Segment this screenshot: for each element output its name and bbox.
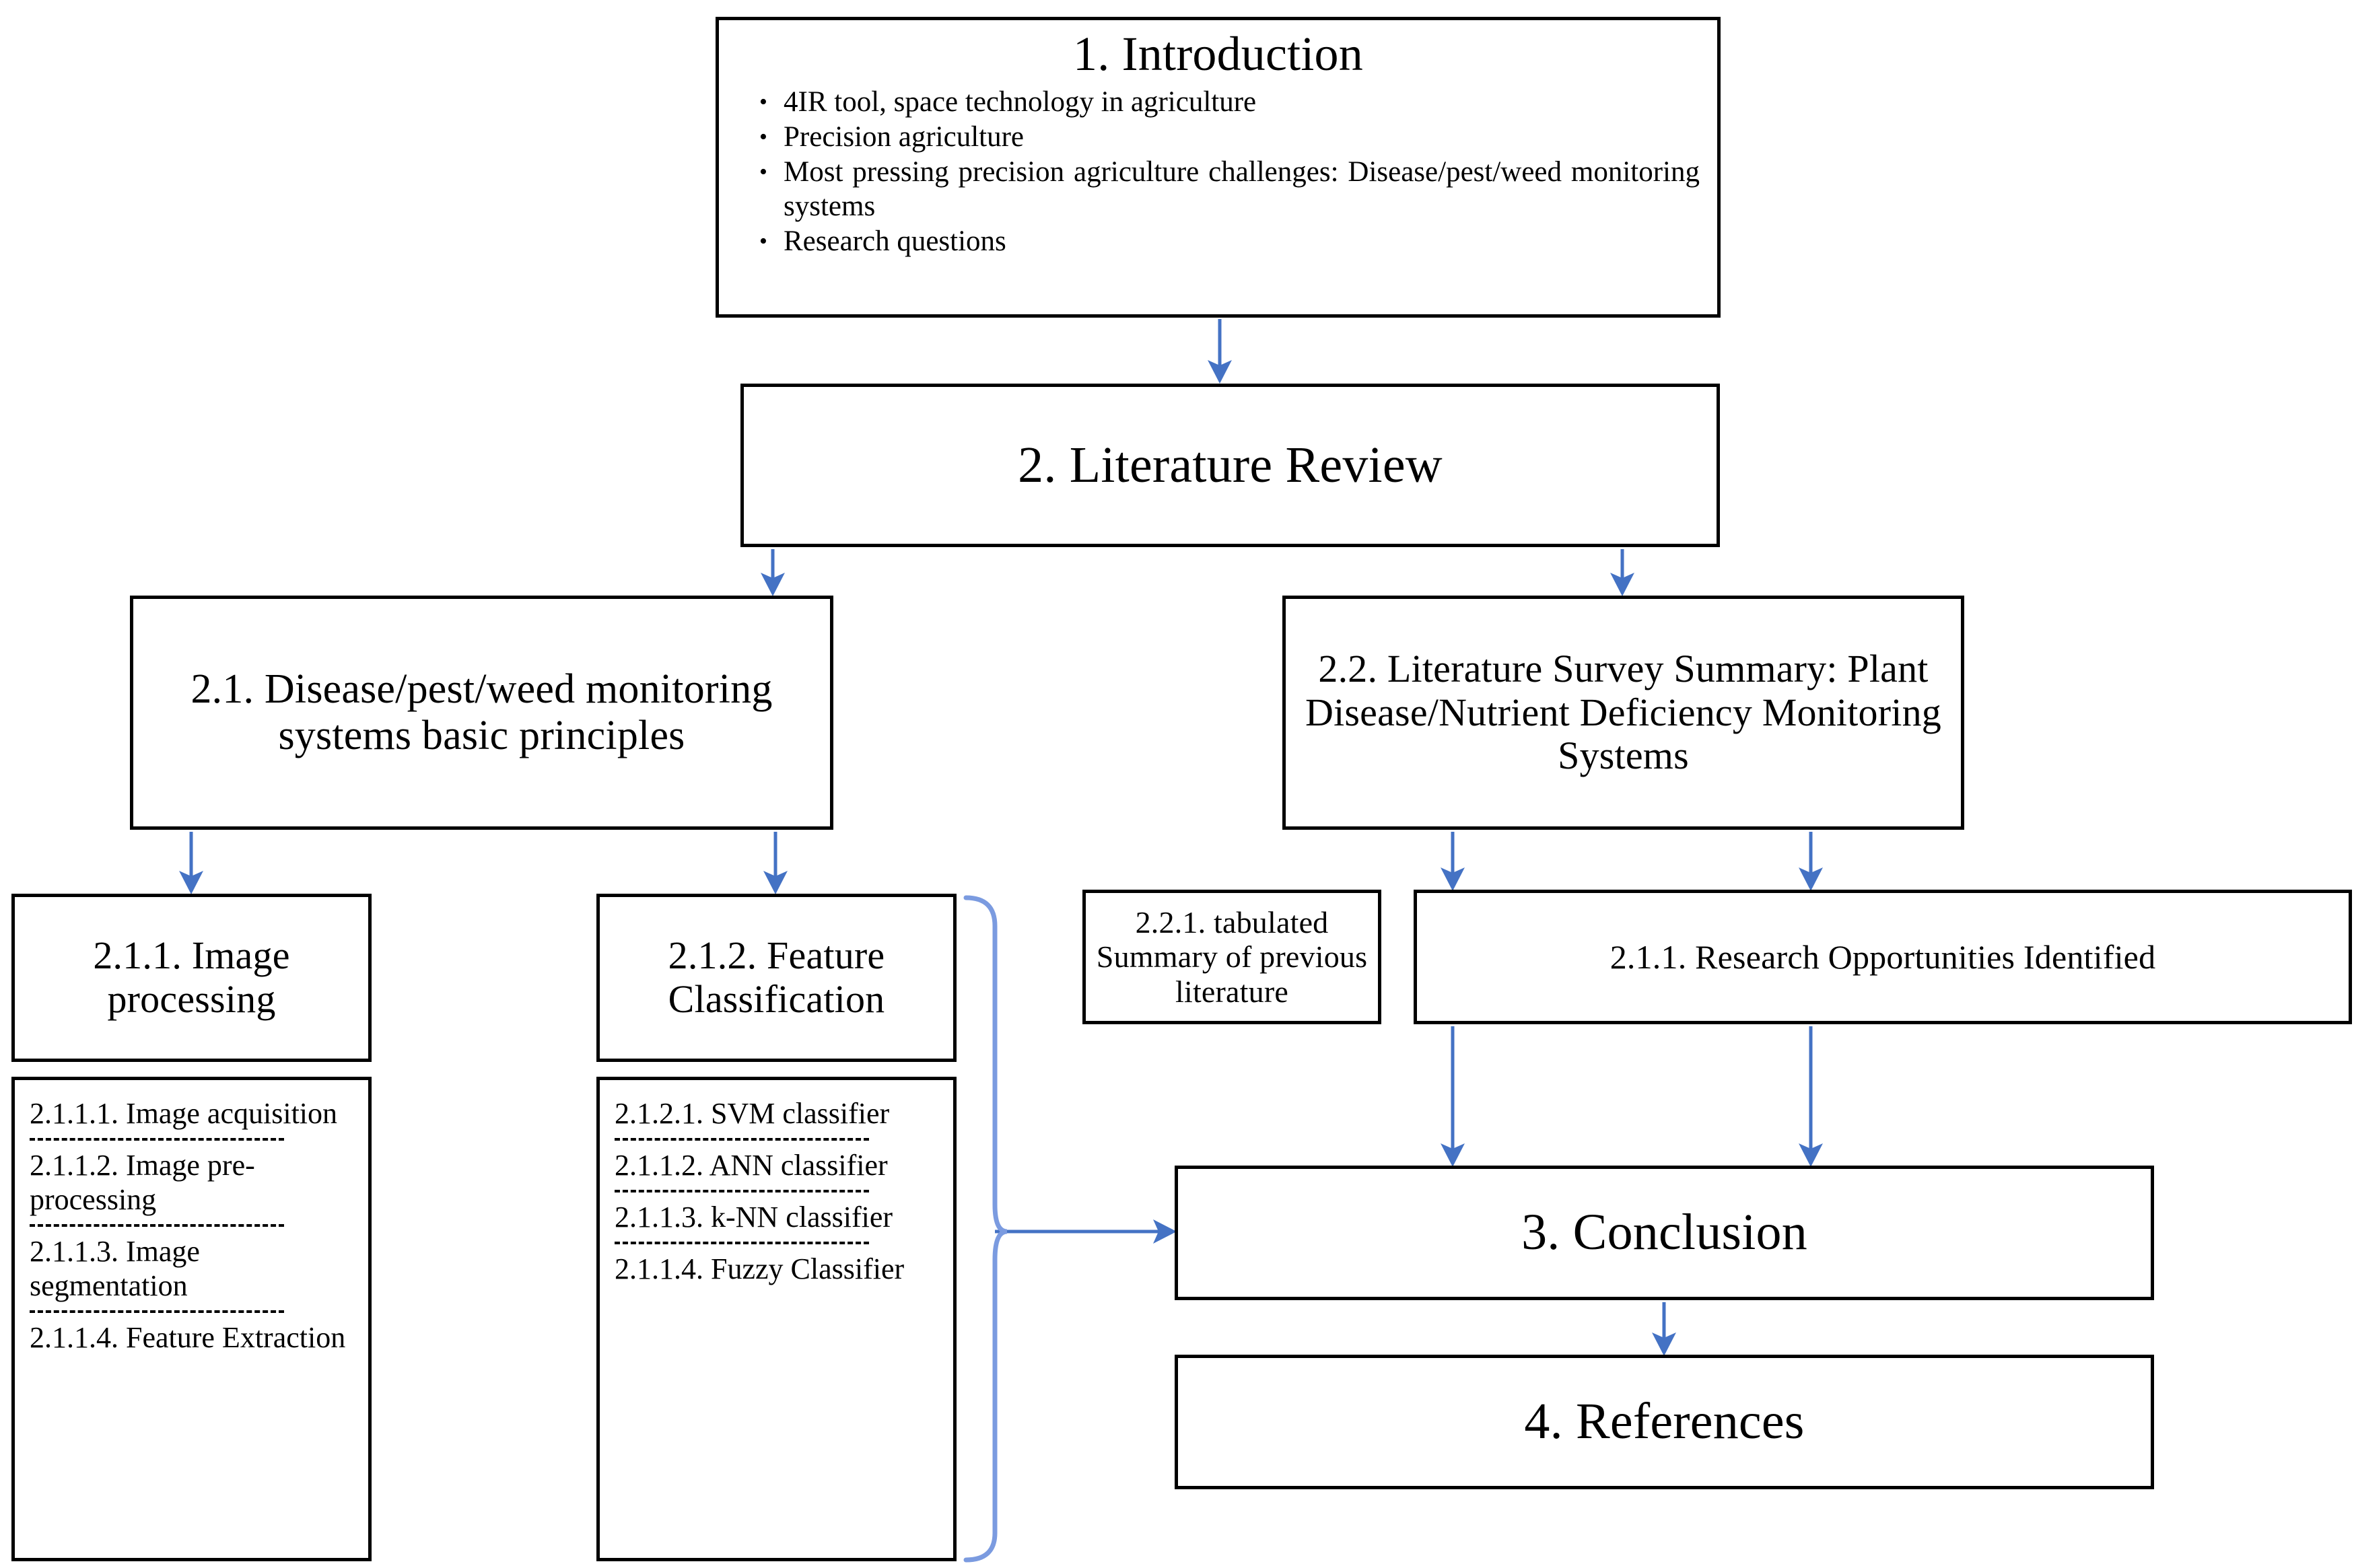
list-item: 2.1.1.1. Image acquisition [30, 1097, 338, 1130]
list-item: • Most pressing precision agriculture ch… [743, 155, 1700, 223]
bullet-icon: • [759, 159, 767, 185]
section-2-1-2-title: 2.1.2. Feature Classification [668, 933, 885, 1021]
divider [615, 1190, 870, 1193]
list-item: 2.1.1.4. Feature Extraction [30, 1321, 346, 1355]
section-2-2-1-title: 2.2.1. tabulated Summary of previous lit… [1096, 904, 1368, 1009]
section-2-1-title: 2.1. Disease/pest/weed monitoring system… [191, 666, 773, 758]
list-item: • Research questions [743, 225, 1700, 258]
box-conclusion[interactable]: 3. Conclusion [1175, 1166, 2154, 1300]
box-section-2-1[interactable]: 2.1. Disease/pest/weed monitoring system… [130, 596, 833, 830]
box-references[interactable]: 4. References [1175, 1355, 2154, 1489]
list-item: 2.1.1.3. k-NN classifier [615, 1201, 893, 1234]
box-image-processing-steps[interactable]: 2.1.1.1. Image acquisition 2.1.1.2. Imag… [11, 1077, 372, 1561]
divider [30, 1138, 285, 1141]
bullet-icon: • [759, 89, 767, 114]
list-item: • 4IR tool, space technology in agricult… [743, 85, 1700, 119]
bullet-text: Research questions [784, 225, 1006, 257]
box-literature-review[interactable]: 2. Literature Review [740, 384, 1720, 547]
divider [615, 1138, 870, 1141]
literature-review-title: 2. Literature Review [1018, 436, 1443, 493]
box-introduction[interactable]: 1. Introduction • 4IR tool, space techno… [716, 17, 1721, 318]
list-item: 2.1.1.2. Image pre-processing [30, 1149, 255, 1217]
bullet-icon: • [759, 228, 767, 254]
box-section-2-2-1[interactable]: 2.2.1. tabulated Summary of previous lit… [1082, 890, 1381, 1024]
divider [615, 1242, 870, 1245]
divider [30, 1224, 285, 1227]
box-section-2-1-1[interactable]: 2.1.1. Image processing [11, 894, 372, 1062]
bullet-text: 4IR tool, space technology in agricultur… [784, 85, 1257, 118]
bullet-text: Precision agriculture [784, 120, 1025, 153]
introduction-bullet-list: • 4IR tool, space technology in agricult… [719, 85, 1717, 260]
introduction-title: 1. Introduction [1073, 27, 1363, 81]
box-feature-classification-steps[interactable]: 2.1.2.1. SVM classifier 2.1.1.2. ANN cla… [596, 1077, 957, 1561]
conclusion-title: 3. Conclusion [1521, 1204, 1807, 1261]
list-item: 2.1.1.3. Image segmentation [30, 1235, 200, 1303]
list-item: 2.1.2.1. SVM classifier [615, 1097, 890, 1130]
research-opportunities-title: 2.1.1. Research Opportunities Identified [1609, 938, 2156, 976]
bracket-feature-classification [963, 895, 1008, 1563]
references-title: 4. References [1524, 1393, 1805, 1450]
list-item: 2.1.1.4. Fuzzy Classifier [615, 1252, 905, 1286]
box-section-2-2[interactable]: 2.2. Literature Survey Summary: Plant Di… [1282, 596, 1964, 830]
section-2-2-title: 2.2. Literature Survey Summary: Plant Di… [1305, 646, 1941, 778]
bullet-icon: • [759, 124, 767, 149]
box-section-2-1-2[interactable]: 2.1.2. Feature Classification [596, 894, 957, 1062]
box-research-opportunities[interactable]: 2.1.1. Research Opportunities Identified [1414, 890, 2352, 1024]
list-item: • Precision agriculture [743, 120, 1700, 154]
divider [30, 1310, 285, 1314]
section-2-1-1-title: 2.1.1. Image processing [93, 933, 290, 1021]
list-item: 2.1.1.2. ANN classifier [615, 1149, 888, 1182]
bullet-text: Most pressing precision agriculture chal… [784, 156, 1700, 222]
